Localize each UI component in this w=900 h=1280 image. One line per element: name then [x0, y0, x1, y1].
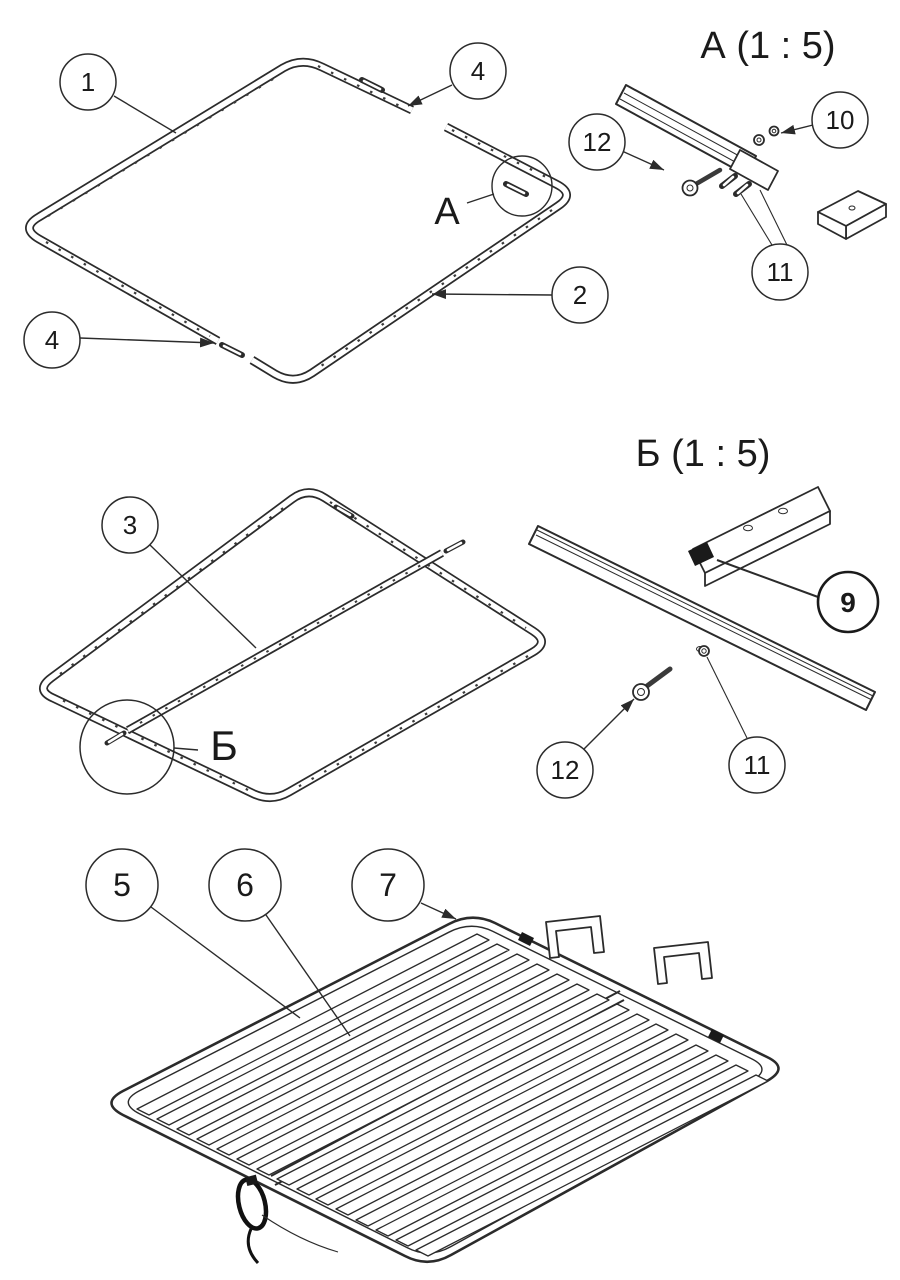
balloon-4-bottom: 4: [23, 311, 215, 369]
detail-a-marker-line: [466, 193, 495, 204]
frame-holes: [45, 65, 553, 369]
detail-a-marker-label: А: [434, 191, 460, 233]
svg-text:5: 5: [113, 867, 131, 903]
balloon-12-b: 12: [536, 698, 635, 799]
detail-a-title: А (1 : 5): [700, 25, 835, 67]
step3-slat-base-illustration: 5 6 7: [85, 848, 780, 1265]
leader-line: [407, 84, 453, 107]
svg-text:12: 12: [583, 127, 612, 157]
dowel-pin-corner: [503, 181, 529, 197]
balloon-4-top: 4: [407, 42, 507, 107]
detail-a-view: А (1 : 5) 12: [568, 25, 887, 301]
detail-b-title: Б (1 : 5): [636, 433, 771, 475]
balloon-7: 7: [351, 848, 457, 922]
balloon-11-b: 11: [706, 656, 786, 794]
leader-line: [149, 544, 257, 649]
leader-line: [740, 193, 773, 246]
corner-connector: [729, 149, 779, 191]
screw-part: [632, 666, 673, 701]
balloon-10: 10: [780, 91, 869, 149]
svg-text:11: 11: [744, 750, 771, 780]
svg-text:1: 1: [81, 67, 95, 97]
washer-part: [698, 645, 710, 657]
mounting-hook: [545, 915, 605, 959]
leader-line: [79, 337, 215, 348]
svg-text:4: 4: [471, 56, 485, 86]
center-rail: [126, 549, 444, 734]
nut-washer-part: [753, 125, 780, 146]
detail-b-marker-label: Б: [210, 722, 238, 769]
rail-bracket-part: [688, 486, 831, 587]
tube-ridges: [619, 92, 753, 170]
balloon-9: 9: [716, 559, 880, 634]
rail-end-pin: [443, 539, 466, 554]
svg-text:2: 2: [573, 280, 587, 310]
dowel-pin-bottom: [219, 342, 245, 358]
svg-text:10: 10: [826, 105, 855, 135]
rail-pin-floating: [333, 504, 355, 519]
step1-frame-illustration: А 1 4 2 4: [23, 42, 609, 384]
balloon-5: 5: [85, 848, 301, 1019]
balloon-1: 1: [59, 53, 177, 134]
svg-text:4: 4: [45, 325, 59, 355]
balloon-3: 3: [101, 496, 257, 649]
detail-b-view: Б (1 : 5) 9 12: [528, 433, 880, 799]
bracket-insert: [688, 542, 714, 566]
leader-line: [265, 914, 351, 1037]
leader-line: [780, 124, 814, 135]
leader-line: [431, 289, 553, 300]
svg-text:3: 3: [123, 510, 137, 540]
detail-b-tube: [528, 525, 876, 711]
frame-clip: [708, 1029, 724, 1043]
svg-text:11: 11: [767, 257, 794, 287]
bracket-hole: [778, 507, 788, 515]
bracket-hole: [743, 524, 753, 532]
leader-line: [759, 189, 788, 246]
balloon-2: 2: [431, 266, 609, 324]
tube-ridges: [535, 529, 874, 701]
slats: [136, 933, 769, 1257]
svg-text:9: 9: [840, 587, 856, 618]
svg-text:6: 6: [236, 867, 254, 903]
cable-tie: [235, 1174, 339, 1265]
leader-line: [621, 150, 665, 171]
leader-line: [716, 559, 819, 598]
dowel-pin-top: [359, 77, 385, 93]
spare-block-part: [817, 190, 887, 240]
block-hole: [848, 205, 856, 211]
leader-line: [583, 698, 635, 750]
svg-text:12: 12: [551, 755, 580, 785]
svg-text:7: 7: [379, 867, 397, 903]
leader-line: [150, 906, 301, 1019]
frame-clip: [518, 932, 534, 946]
detail-a-marker-circle: [491, 155, 553, 217]
step2-frame-illustration: Б 3: [39, 488, 546, 802]
leader-line: [113, 95, 177, 134]
mounting-hook: [653, 941, 713, 985]
detail-b-marker-line: [173, 747, 199, 751]
base-frame-outer: [110, 916, 780, 1264]
detail-b-marker-circle: [79, 699, 175, 795]
leader-line: [706, 656, 748, 739]
screw-part: [681, 167, 723, 197]
balloon-12-a: 12: [568, 113, 665, 171]
balloon-6: 6: [208, 848, 351, 1037]
balloon-11-a: 11: [740, 189, 809, 301]
rail-end-pin: [104, 730, 127, 746]
leader-line: [420, 902, 457, 920]
